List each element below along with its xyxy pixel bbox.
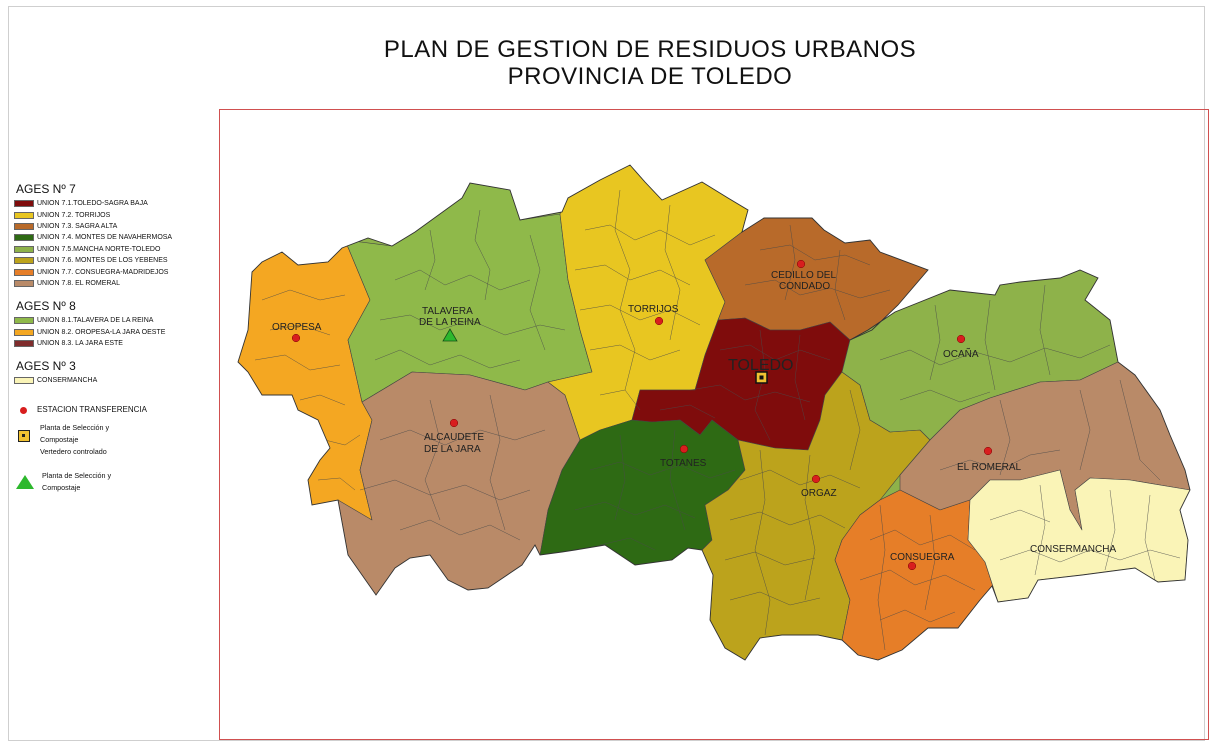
plant-landfill-icon	[18, 429, 30, 442]
legend-label: UNION 8.3. LA JARA ESTE	[37, 340, 123, 348]
legend-swatch	[14, 279, 34, 287]
label-romeral: EL ROMERAL	[957, 462, 1022, 473]
legend-swatch	[14, 245, 34, 253]
label-torrijos: TORRIJOS	[628, 304, 679, 315]
label-totanes: TOTANES	[660, 458, 707, 469]
legend-ages7-item: UNION 7.7. CONSUEGRA-MADRIDEJOS	[14, 266, 224, 277]
legend-ages8-item: UNION 8.1.TALAVERA DE LA REINA	[14, 315, 224, 326]
legend-label: UNION 7.2. TORRIJOS	[37, 211, 111, 219]
legend-plant-line2: Compostaje	[40, 434, 79, 444]
legend-plant-line3: Vertedero controlado	[40, 446, 107, 456]
legend-plant-line1: Planta de Selección y	[40, 422, 110, 432]
legend-station-label: ESTACION TRANSFERENCIA	[37, 404, 147, 414]
legend-plant-landfill: Planta de Selección y Compostaje Vertede…	[14, 422, 224, 458]
label-consermancha: CONSERMANCHA	[1030, 544, 1116, 555]
station-cedillo	[796, 259, 806, 269]
legend-label: CONSERMANCHA	[37, 377, 98, 385]
legend-swatch	[14, 317, 34, 325]
talavera-plant-icon	[442, 328, 458, 342]
legend-ages8-item: UNION 8.2. OROPESA-LA JARA OESTE	[14, 327, 224, 338]
legend-label: UNION 7.5.MANCHA NORTE-TOLEDO	[37, 245, 161, 253]
label-cedillo-2: CONDADO	[779, 281, 830, 292]
municipality-lines	[254, 189, 1181, 651]
station-torrijos	[654, 316, 664, 326]
province-map: OROPESA TALAVERA DE LA REINA TORRIJOS CE…	[237, 164, 1191, 661]
station-romeral	[983, 446, 993, 456]
label-talavera-1: TALAVERA	[422, 306, 473, 317]
plant-triangle-icon	[16, 474, 34, 489]
legend-plant: Planta de Selección y Compostaje	[14, 470, 224, 494]
station-ocana	[956, 334, 966, 344]
label-consuegra: CONSUEGRA	[890, 552, 955, 563]
station-totanes	[679, 444, 689, 454]
legend-swatch	[14, 328, 34, 336]
legend-label: UNION 7.7. CONSUEGRA-MADRIDEJOS	[37, 268, 169, 276]
legend-ages7-item: UNION 7.2. TORRIJOS	[14, 209, 224, 220]
legend-ages7-item: UNION 7.6. MONTES DE LOS YEBENES	[14, 255, 224, 266]
legend-heading-ages3: AGES Nº 3	[16, 359, 76, 374]
legend-label: UNION 7.6. MONTES DE LOS YEBENES	[37, 257, 168, 265]
legend-label: UNION 7.8. EL ROMERAL	[37, 279, 120, 287]
legend-ages7-item: UNION 7.4. MONTES DE NAVAHERMOSA	[14, 232, 224, 243]
toledo-plant-landfill-icon-center	[759, 375, 764, 380]
legend-swatch	[14, 234, 34, 242]
legend-label: UNION 7.3. SAGRA ALTA	[37, 222, 118, 230]
legend-swatch	[14, 200, 34, 208]
label-toledo: TOLEDO	[728, 357, 794, 374]
legend-swatch	[14, 257, 34, 265]
legend-swatch	[14, 377, 34, 385]
legend-swatch	[14, 222, 34, 230]
legend-label: UNION 7.1.TOLEDO-SAGRA BAJA	[37, 200, 148, 208]
legend-swatch	[14, 211, 34, 219]
legend-swatch	[14, 340, 34, 348]
label-ocana: OCAÑA	[943, 347, 979, 360]
region-consermancha	[967, 469, 1190, 603]
legend-plant2-line2: Compostaje	[42, 482, 81, 492]
legend-heading-ages7: AGES Nº 7	[16, 182, 76, 196]
label-alcaudete-1: ALCAUDETE	[424, 432, 484, 443]
label-oropesa: OROPESA	[272, 322, 322, 333]
region-talavera	[344, 182, 593, 403]
label-cedillo-1: CEDILLO DEL	[771, 270, 836, 281]
station-consuegra	[907, 561, 917, 571]
province-outline	[237, 164, 1191, 661]
region-alcaudete	[337, 371, 581, 596]
label-alcaudete-2: DE LA JARA	[424, 444, 481, 455]
station-dot-icon	[20, 406, 27, 414]
map-title: PLAN DE GESTION DE RESIDUOS URBANOS	[383, 36, 917, 63]
legend-ages7-item: UNION 7.1.TOLEDO-SAGRA BAJA	[14, 198, 224, 209]
legend-ages7-item: UNION 7.8. EL ROMERAL	[14, 278, 224, 289]
legend-label: UNION 8.2. OROPESA-LA JARA OESTE	[37, 328, 166, 336]
label-orgaz: ORGAZ	[801, 488, 837, 499]
legend-ages3-item: CONSERMANCHA	[14, 375, 224, 386]
legend-swatch	[14, 268, 34, 276]
label-talavera-2: DE LA REINA	[419, 317, 481, 328]
legend-group-ages8: UNION 8.1.TALAVERA DE LA REINA UNION 8.2.…	[14, 315, 224, 349]
legend-label: UNION 7.4. MONTES DE NAVAHERMOSA	[37, 234, 173, 242]
legend-ages7-item: UNION 7.5.MANCHA NORTE-TOLEDO	[14, 244, 224, 255]
legend-ages7-item: UNION 7.3. SAGRA ALTA	[14, 221, 224, 232]
legend-ages8-item: UNION 8.3. LA JARA ESTE	[14, 338, 224, 349]
legend-group-ages3: CONSERMANCHA	[14, 375, 224, 386]
legend-heading-ages8: AGES Nº 8	[16, 299, 76, 314]
outer-frame	[8, 6, 1205, 741]
legend-plant2-line1: Planta de Selección y	[42, 470, 112, 480]
legend-label: UNION 8.1.TALAVERA DE LA REINA	[37, 317, 154, 325]
legend-group-ages7: UNION 7.1.TOLEDO-SAGRA BAJA UNION 7.2. TO…	[14, 198, 224, 289]
station-orgaz	[811, 474, 821, 484]
station-oropesa	[291, 333, 301, 343]
map-subtitle: PROVINCIA DE TOLEDO	[507, 63, 793, 90]
station-alcaudete	[449, 418, 459, 428]
legend-station: ESTACION TRANSFERENCIA	[14, 405, 224, 414]
